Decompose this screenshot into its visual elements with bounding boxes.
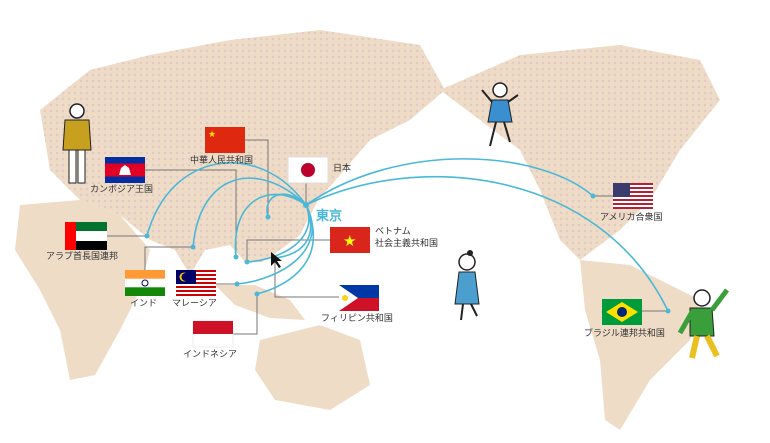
character-girl-arctic [481, 82, 519, 147]
routes [146, 158, 669, 312]
label-indonesia: インドネシア [183, 350, 238, 360]
flag-china: ★ [205, 127, 245, 153]
label-cambodia: カンボジア王国 [90, 185, 154, 195]
character-girl-pacific [454, 250, 480, 321]
label-usa: アメリカ合衆国 [600, 213, 663, 223]
label-malaysia: マレーシア [172, 299, 217, 309]
svg-text:★: ★ [208, 130, 216, 140]
flag-cambodia [105, 157, 145, 183]
character-man-europe [62, 103, 92, 184]
flag-vietnam: ★ [330, 227, 370, 253]
australia [255, 325, 370, 410]
south-america [580, 260, 700, 430]
africa [15, 200, 150, 380]
flag-philippines [339, 285, 379, 311]
label-brazil: ブラジル連邦共和国 [584, 329, 665, 339]
flag-indonesia [192, 320, 234, 348]
hub-label-tokyo: 東京 [316, 209, 343, 224]
mouse-cursor [271, 252, 282, 268]
route-endpoints [144, 193, 671, 314]
flag-usa [613, 183, 653, 209]
label-japan: 日本 [333, 164, 352, 174]
north-america [440, 45, 720, 260]
character-man-brazil [677, 288, 729, 359]
flag-india [125, 270, 165, 296]
se-asia-islands [215, 285, 305, 320]
flag-malaysia [176, 270, 216, 296]
flag-uae [65, 222, 107, 250]
label-uae: アラブ首長国連邦 [46, 252, 119, 262]
leader-lines [107, 139, 668, 335]
label-india: インド [130, 299, 158, 309]
flag-brazil [602, 299, 642, 325]
label-vietnam-line1: ベトナム [375, 227, 411, 237]
label-vietnam-line2: 社会主義共和国 [375, 239, 439, 249]
label-china: 中華人民共和国 [190, 156, 254, 166]
flag-japan [287, 156, 329, 184]
label-philippines: フィリピン共和国 [321, 314, 393, 324]
svg-text:★: ★ [343, 232, 356, 250]
